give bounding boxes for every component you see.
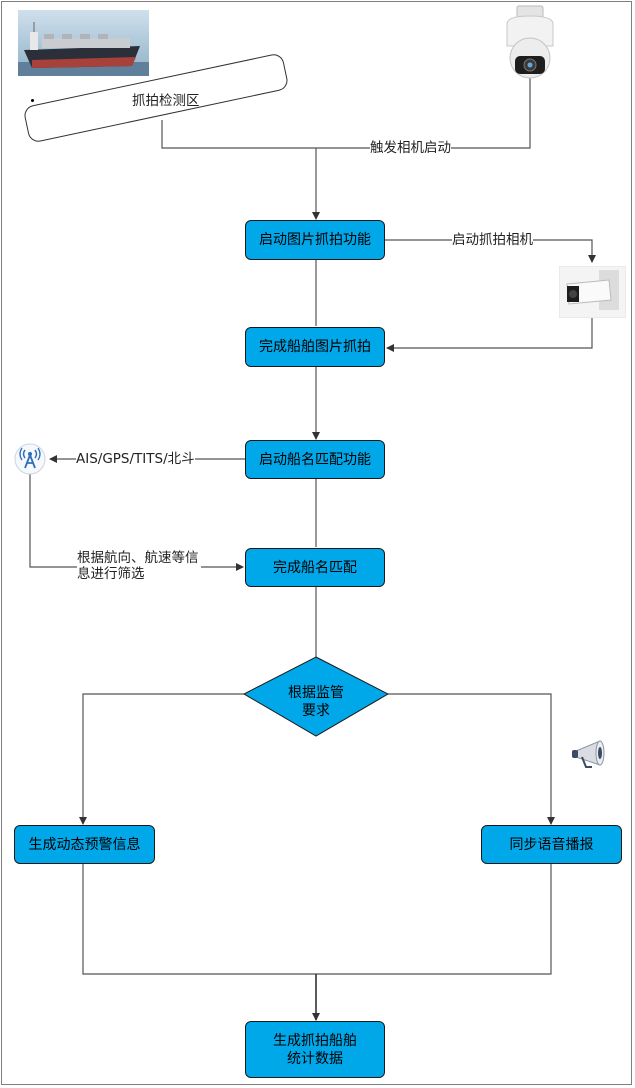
decision-label: 根据监管要求 — [288, 685, 344, 719]
node-start-match[interactable]: 启动船名匹配功能 — [245, 440, 385, 479]
antenna-icon — [14, 443, 46, 475]
node-warning[interactable]: 生成动态预警信息 — [14, 825, 155, 864]
ship-photo — [18, 10, 149, 76]
dome-camera-icon — [506, 5, 554, 79]
node-capture-done[interactable]: 完成船舶图片抓拍 — [245, 327, 385, 367]
edge-camera-to-done — [386, 318, 593, 352]
megaphone-icon — [572, 740, 605, 768]
zone-bullet — [31, 99, 34, 102]
detection-zone-shape — [24, 54, 288, 142]
node-voice[interactable]: 同步语音播报 — [481, 825, 622, 864]
bullet-camera-icon — [559, 266, 626, 318]
node-start-capture[interactable]: 启动图片抓拍功能 — [245, 220, 385, 260]
edge-label-filter-note: 根据航向、航速等信息进行筛选 — [77, 550, 201, 582]
edge-label-ais-sources: AIS/GPS/TITS/北斗 — [76, 451, 195, 467]
node-match-done[interactable]: 完成船名匹配 — [245, 548, 385, 587]
edge-label-trigger-camera: 触发相机启动 — [370, 140, 451, 156]
zone-label: 抓拍检测区 — [132, 93, 200, 109]
edge-camera-trigger — [161, 78, 531, 149]
edge-decision-left — [79, 693, 244, 825]
decision-diamond — [242, 656, 390, 737]
edge-label-start-capture-camera: 启动抓拍相机 — [452, 232, 533, 248]
node-stats[interactable]: 生成抓拍船舶统计数据 — [245, 1021, 385, 1078]
edge-warning-merge — [82, 864, 552, 975]
edge-decision-right — [388, 693, 555, 825]
